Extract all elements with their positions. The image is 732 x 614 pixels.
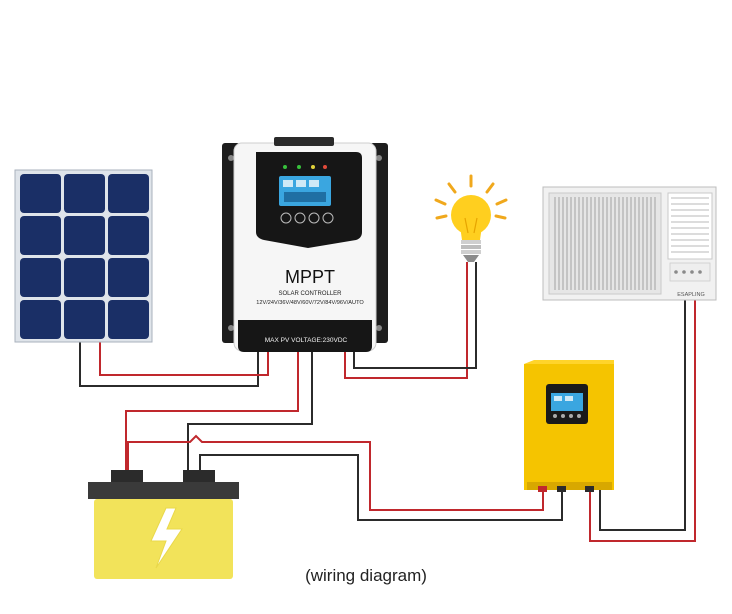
- solar-cell: [20, 300, 61, 339]
- bulb-rays: [434, 174, 508, 220]
- wire-lamp-red: [344, 262, 468, 379]
- solar-cell: [108, 300, 149, 339]
- solar-cell: [64, 258, 105, 297]
- controller-voltages: 12V/24V/36V/48V/60V/72V/84V/96V/AUTO: [256, 300, 364, 306]
- solar-cell: [108, 258, 149, 297]
- wire-panel-dark: [79, 342, 259, 387]
- wire-panel-red: [99, 342, 269, 376]
- solar-panel-cells: [20, 174, 149, 339]
- controller-max-pv: MAX PV VOLTAGE:230VDC: [265, 337, 348, 344]
- solar-cell: [20, 174, 61, 213]
- controller-subtitle: SOLAR CONTROLLER: [278, 291, 342, 297]
- lightning-bolt-icon: [150, 507, 183, 569]
- solar-cell: [108, 174, 149, 213]
- wire-ctrl-batt-red: [125, 352, 299, 478]
- wire-batt-inv-red: [127, 434, 544, 511]
- ac-louvers: [671, 197, 709, 253]
- wire-inv-ac-red: [589, 298, 696, 542]
- solar-cell: [64, 216, 105, 255]
- controller-title: MPPT: [285, 267, 335, 287]
- aircon-brand: ESAPLING: [677, 292, 705, 298]
- wire-batt-inv-dark: [199, 454, 563, 521]
- wires: [79, 262, 696, 542]
- solar-panel: [14, 169, 153, 343]
- solar-cell: [64, 300, 105, 339]
- solar-cell: [20, 216, 61, 255]
- wire-ctrl-batt-dark: [187, 352, 313, 478]
- solar-cell: [64, 174, 105, 213]
- solar-cell: [108, 216, 149, 255]
- ac-grille: [554, 197, 656, 290]
- wire-inv-ac-dark: [599, 298, 686, 531]
- battery: [88, 470, 239, 579]
- light-bulb: [434, 174, 508, 262]
- inverter: [524, 360, 614, 492]
- diagram-caption: (wiring diagram): [305, 566, 427, 585]
- mppt-controller: MPPT SOLAR CONTROLLER 12V/24V/36V/48V/60…: [222, 137, 388, 352]
- air-conditioner: ESAPLING: [542, 186, 717, 301]
- wire-lamp-dark: [353, 262, 477, 369]
- solar-cell: [20, 258, 61, 297]
